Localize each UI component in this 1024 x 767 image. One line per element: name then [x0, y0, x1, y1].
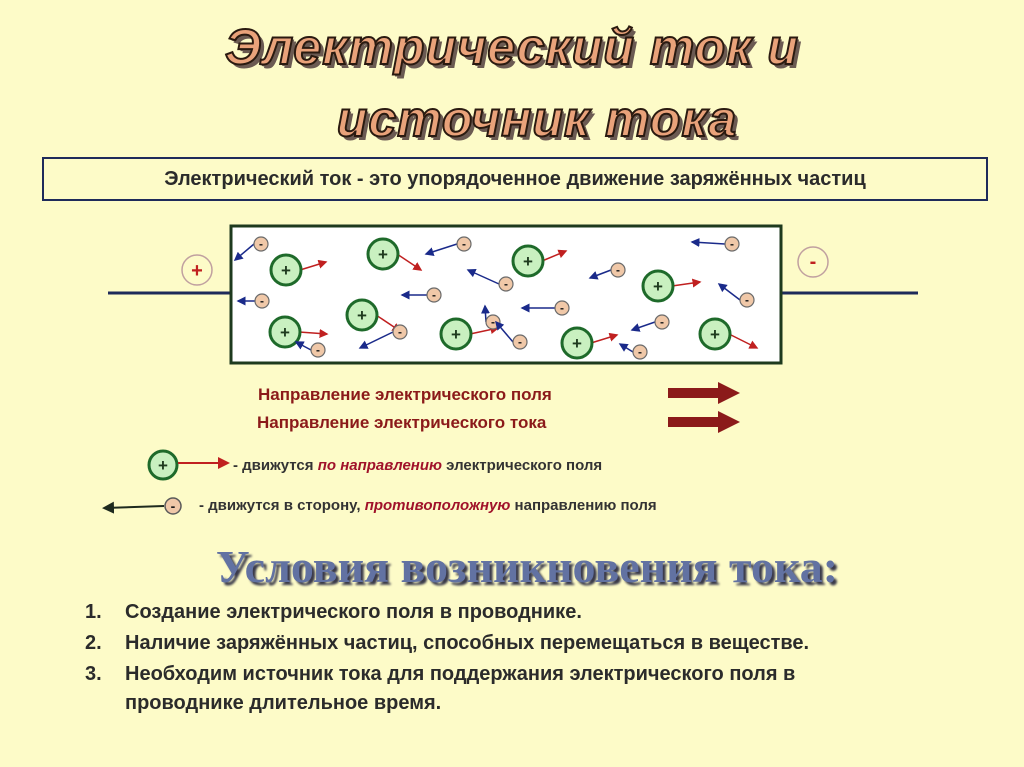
positive-ion: + [268, 315, 329, 349]
conditions-list: 1.Создание электрического поля в проводн… [85, 598, 915, 720]
condition-item: 3.Необходим источник тока для поддержани… [85, 663, 796, 714]
positive-ion: + [511, 244, 568, 278]
conductor [229, 224, 783, 365]
positive-ion-sign: + [523, 252, 533, 271]
legend-negative-sign: - [171, 498, 176, 514]
legend-positive-marker: + [147, 449, 230, 481]
condition-item: 1.Создание электрического поля в проводн… [85, 601, 582, 623]
current-direction-arrow [668, 411, 740, 433]
field-direction-arrow [668, 382, 740, 404]
positive-ion-sign: + [280, 323, 290, 342]
positive-ion-sign: + [572, 334, 582, 353]
electron-sign: - [260, 294, 264, 308]
positive-ion: + [560, 326, 619, 360]
legend-positive-sign: + [158, 456, 168, 475]
definition-box: Электрический ток - это упорядоченное дв… [42, 157, 988, 201]
positive-ion-sign: + [653, 277, 663, 296]
electron-sign: - [398, 325, 402, 339]
legend-positive-highlight: по направлению [317, 457, 442, 474]
electron: - [294, 341, 326, 358]
electron-sign: - [259, 237, 263, 251]
electron: - [717, 283, 755, 308]
legend-positive-text: - движутся по направлению электрического… [233, 457, 603, 474]
electron-sign: - [660, 315, 664, 329]
electron: - [236, 293, 270, 309]
electron: - [424, 236, 472, 256]
electron: - [630, 314, 670, 332]
electron-sign: - [316, 343, 320, 357]
particles: + + + + + + + + + - - - - - - - - - - - - - - - [233, 236, 759, 360]
positive-ion: + [439, 317, 500, 351]
electron-sign: - [616, 263, 620, 277]
electron: - [618, 343, 648, 360]
electron-sign: - [638, 345, 642, 359]
electron: - [588, 262, 626, 280]
electron-sign: - [730, 237, 734, 251]
positive-ion-sign: + [357, 306, 367, 325]
legend-negative-marker: - [102, 497, 182, 515]
electron-sign: - [462, 237, 466, 251]
electron: - [520, 300, 570, 316]
electron: - [466, 268, 514, 292]
electron: - [400, 287, 442, 303]
electron-sign: - [560, 301, 564, 315]
electron-sign: - [491, 315, 495, 329]
positive-ion-sign: + [281, 261, 291, 280]
positive-ion: + [698, 317, 759, 351]
positive-ion-sign: + [378, 245, 388, 264]
positive-terminal-sign: + [191, 260, 203, 282]
negative-terminal: - [797, 246, 829, 278]
legend-negative-highlight: противоположную [364, 497, 511, 514]
electron-sign: - [518, 335, 522, 349]
positive-ion: + [366, 237, 423, 271]
definition-text: Электрический ток - это упорядоченное дв… [164, 167, 866, 190]
page-title-line-1: Электрический ток и [224, 18, 799, 76]
negative-terminal-sign: - [810, 251, 817, 273]
condition-item: 2.Наличие заряжённых частиц, способных п… [85, 632, 810, 654]
electron-sign: - [745, 293, 749, 307]
field-direction-label: Направление электрического поля [258, 385, 552, 404]
positive-ion-sign: + [451, 325, 461, 344]
positive-ion-sign: + [710, 325, 720, 344]
page-title-line-2: источник тока [336, 90, 738, 148]
electron: - [495, 320, 528, 350]
current-direction-label: Направление электрического тока [257, 413, 547, 432]
electron: - [690, 236, 740, 252]
electron: - [358, 324, 408, 349]
positive-terminal: + [181, 254, 213, 286]
electron-sign: - [504, 277, 508, 291]
electron: - [233, 236, 269, 261]
legend-negative-text: - движутся в сторону, противоположную на… [199, 497, 657, 514]
conditions-title: Условия возникновения тока: [215, 541, 839, 592]
positive-ion: + [641, 269, 702, 303]
electron-sign: - [432, 288, 436, 302]
positive-ion: + [269, 253, 328, 287]
